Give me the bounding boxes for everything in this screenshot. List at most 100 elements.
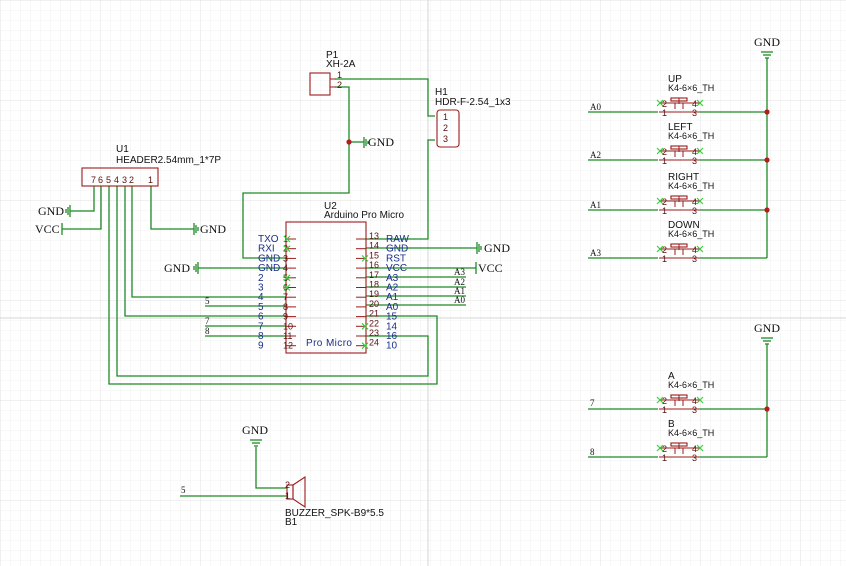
h1-pin-1: 1	[443, 112, 448, 122]
button-left-name: LEFT	[668, 122, 692, 133]
gnd-label-buttons-top: GND	[754, 35, 780, 49]
button-pin-1: 1	[662, 405, 667, 415]
button-pin-2: 2	[662, 197, 667, 207]
connector-p1[interactable]: P1 XH-2A 1 2	[309, 50, 356, 96]
net-a3-u2: A3	[454, 267, 465, 277]
buzzer-ref: B1	[285, 517, 298, 528]
u2-left-name-1: TXO	[258, 234, 279, 245]
gnd-u2-left: GND	[164, 261, 199, 275]
u2-left-name-11: 8	[258, 331, 264, 342]
gnd-label-buttons-bottom: GND	[754, 321, 780, 335]
u2-right-num-15: 15	[369, 250, 379, 260]
u2-right-name-15: RST	[386, 253, 406, 264]
u2-left-name-5: 2	[258, 273, 264, 284]
u2-left-num-5: 5	[283, 273, 288, 283]
button-pin-1: 1	[662, 156, 667, 166]
button-pin-2: 2	[662, 396, 667, 406]
junctions	[346, 109, 770, 412]
u1-pin-2: 2	[129, 175, 134, 185]
u2-left-num-11: 11	[283, 331, 292, 341]
button-up-name: UP	[668, 74, 682, 85]
button-pin-2: 2	[662, 147, 667, 157]
button-a-value: K4-6×6_TH	[668, 380, 714, 390]
u2-right-num-14: 14	[369, 241, 379, 251]
u2-inner-label: Pro Micro	[306, 338, 352, 349]
gnd-buzzer: GND	[242, 423, 268, 447]
u2-left-num-9: 9	[283, 312, 288, 322]
u2-value: Arduino Pro Micro	[324, 210, 404, 221]
gnd-u2-right: GND	[476, 241, 510, 255]
button-left-value: K4-6×6_TH	[668, 131, 714, 141]
u2-right-num-23: 23	[369, 328, 379, 338]
buzzer-b1[interactable]: 2 1 BUZZER_SPK-B9*5.5 B1	[285, 475, 384, 528]
net-a2-u2: A2	[454, 277, 465, 287]
gnd-label-u2-right: GND	[484, 241, 510, 255]
net-5-buzzer: 5	[181, 485, 186, 495]
p1-ref: P1	[326, 50, 339, 61]
net-5-u2: 5	[205, 296, 210, 306]
u2-left-num-6: 6	[283, 283, 288, 293]
vcc-u1-left: VCC	[35, 222, 63, 236]
u1-pin-7: 7	[91, 175, 96, 185]
vcc-label-u2-right: VCC	[478, 261, 503, 275]
net-a0-btn: A0	[590, 102, 601, 112]
h1-pin-2: 2	[443, 123, 448, 133]
u2-left-num-8: 8	[283, 302, 288, 312]
u2-right-name-14: GND	[386, 244, 408, 255]
p1-pin-2: 2	[337, 80, 342, 90]
button-pin-3: 3	[692, 206, 697, 216]
button-down-name: DOWN	[668, 220, 700, 231]
button-right-value: K4-6×6_TH	[668, 181, 714, 191]
u2-right-name-19: A1	[386, 292, 399, 303]
u2-right-num-21: 21	[369, 309, 379, 319]
u2-right-name-24: 10	[386, 341, 398, 352]
u2-left-num-12: 12	[283, 341, 293, 351]
u2-left-num-3: 3	[283, 253, 288, 263]
u1-pin-3: 3	[122, 175, 127, 185]
button-pin-3: 3	[692, 156, 697, 166]
header-h1[interactable]: H1 HDR-F-2.54_1x3 1 2 3	[435, 87, 511, 148]
gnd-label-p1: GND	[368, 135, 394, 149]
h1-ref: H1	[435, 87, 448, 98]
u2-right-name-23: 16	[386, 331, 398, 342]
button-b-value: K4-6×6_TH	[668, 428, 714, 438]
net-a3-btn: A3	[590, 248, 601, 258]
u2-left-name-12: 9	[258, 341, 264, 352]
u2-right-name-21: 15	[386, 312, 398, 323]
u2-left-name-10: 7	[258, 321, 264, 332]
u2-left-name-3: GND	[258, 253, 280, 264]
u2-right-num-18: 18	[369, 280, 379, 290]
buzzer-pin-2: 2	[285, 480, 290, 490]
button-pin-1: 1	[662, 108, 667, 118]
button-b-name: B	[668, 419, 675, 430]
u2-left-num-7: 7	[283, 292, 288, 302]
u2-left-name-4: GND	[258, 263, 280, 274]
button-pin-3: 3	[692, 405, 697, 415]
u2-right-num-24: 24	[369, 338, 379, 348]
button-a-name: A	[668, 371, 675, 382]
gnd-u1-left: GND	[38, 204, 71, 218]
h1-value: HDR-F-2.54_1x3	[435, 97, 511, 108]
u2-right-num-22: 22	[369, 318, 379, 328]
button-pin-4: 4	[692, 99, 697, 109]
net-a0-u2: A0	[454, 295, 465, 305]
button-down-value: K4-6×6_TH	[668, 229, 714, 239]
button-pin-1: 1	[662, 206, 667, 216]
u2-left-name-6: 3	[258, 283, 264, 294]
u1-ref: U1	[116, 144, 129, 155]
button-pin-2: 2	[662, 245, 667, 255]
u2-right-num-13: 13	[369, 231, 379, 241]
net-7-u2: 7	[205, 316, 210, 326]
